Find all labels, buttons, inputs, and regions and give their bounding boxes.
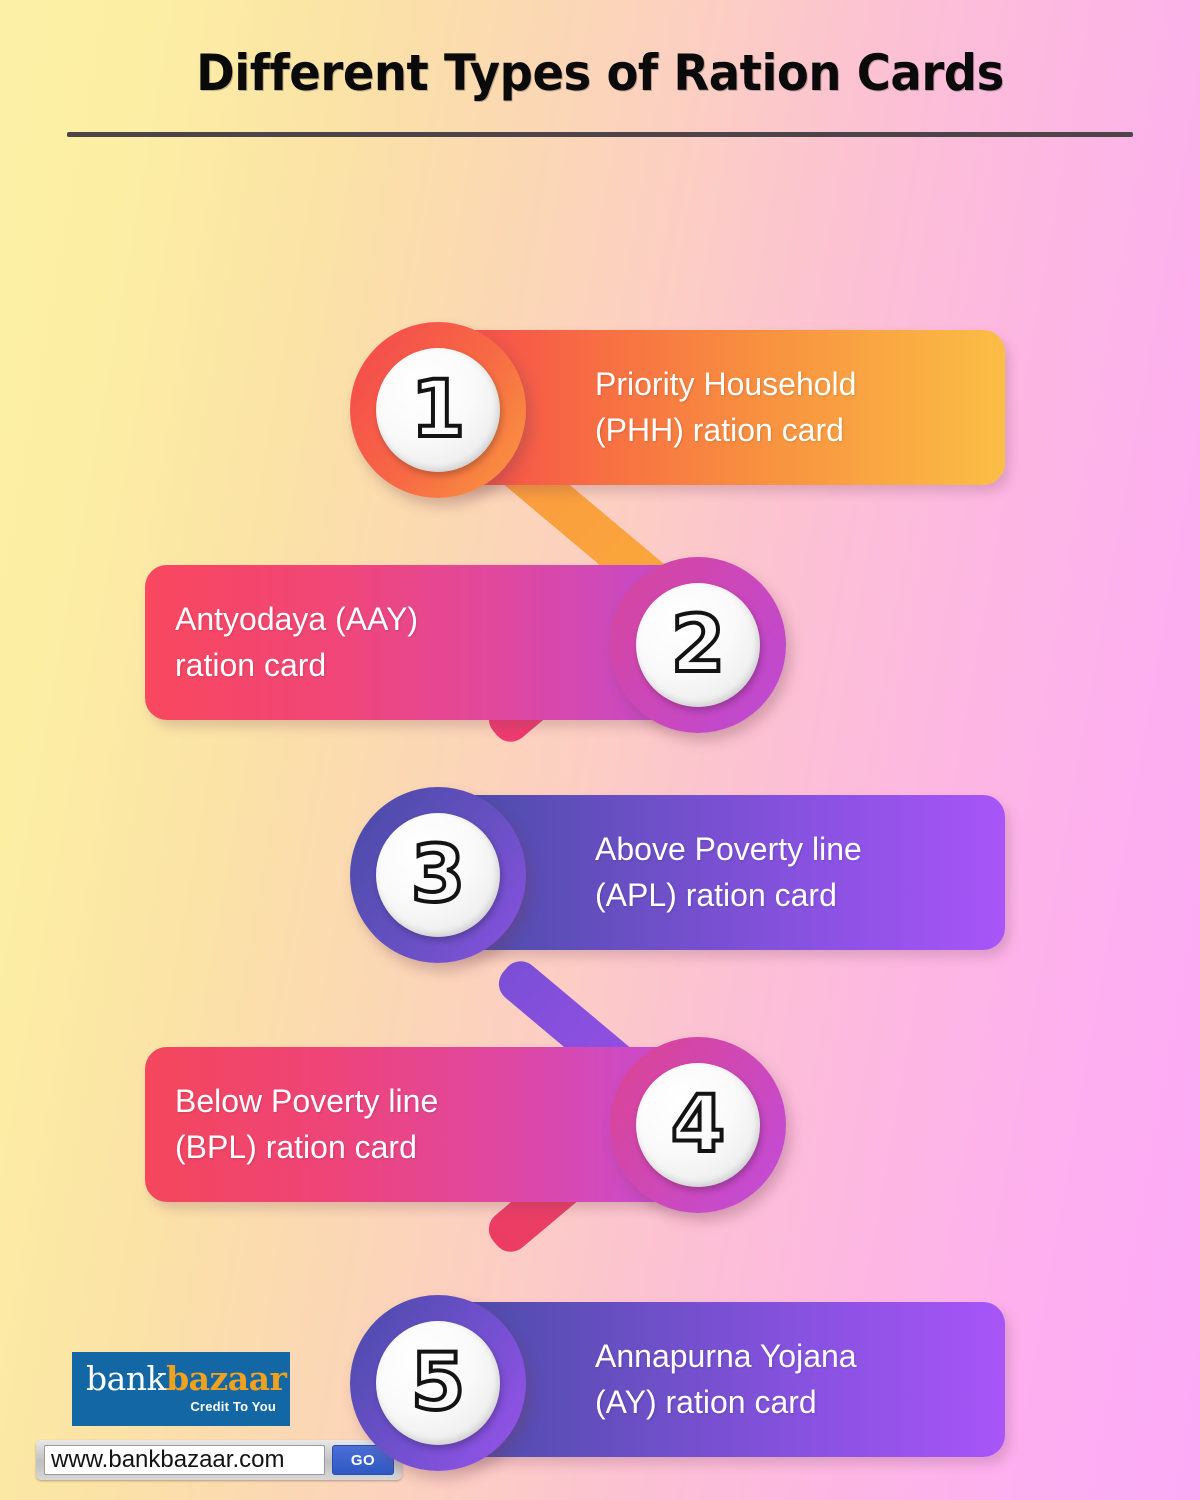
ration-card-timeline: Priority Household (PHH) ration card 1 A… <box>0 137 1200 1471</box>
page-title: Different Types of Ration Cards <box>196 44 1004 102</box>
logo-wordmark: bankbazaar <box>86 1359 287 1398</box>
badge-3[interactable]: 3 <box>350 787 526 963</box>
url-input[interactable]: www.bankbazaar.com <box>44 1445 325 1475</box>
card-2-label: Antyodaya (AAY) ration card <box>175 601 419 683</box>
logo-word-bazaar: bazaar <box>166 1359 287 1398</box>
url-bar[interactable]: www.bankbazaar.com GO <box>36 1440 402 1480</box>
badge-2[interactable]: 2 <box>610 557 786 733</box>
badge-4-inner: 4 <box>636 1063 760 1187</box>
badge-1-number: 1 <box>409 365 467 455</box>
badge-2-number: 2 <box>669 600 727 690</box>
logo-tagline: Credit To You <box>190 1399 276 1414</box>
badge-3-inner: 3 <box>376 813 500 937</box>
card-1-label: Priority Household (PHH) ration card <box>595 366 857 448</box>
badge-5-inner: 5 <box>376 1321 500 1445</box>
card-3-label: Above Poverty line (APL) ration card <box>595 831 862 913</box>
badge-4[interactable]: 4 <box>610 1037 786 1213</box>
badge-5[interactable]: 5 <box>350 1295 526 1471</box>
badge-2-inner: 2 <box>636 583 760 707</box>
bankbazaar-logo[interactable]: bankbazaar Credit To You <box>72 1352 290 1426</box>
badge-5-number: 5 <box>409 1338 467 1428</box>
header: Different Types of Ration Cards <box>0 0 1200 137</box>
badge-4-number: 4 <box>669 1080 727 1170</box>
badge-1-inner: 1 <box>376 348 500 472</box>
card-4-label: Below Poverty line (BPL) ration card <box>175 1083 439 1165</box>
title-divider <box>67 132 1133 137</box>
badge-3-number: 3 <box>409 830 467 920</box>
logo-word-bank: bank <box>86 1359 167 1398</box>
card-5-label: Annapurna Yojana (AY) ration card <box>595 1338 857 1420</box>
badge-1[interactable]: 1 <box>350 322 526 498</box>
